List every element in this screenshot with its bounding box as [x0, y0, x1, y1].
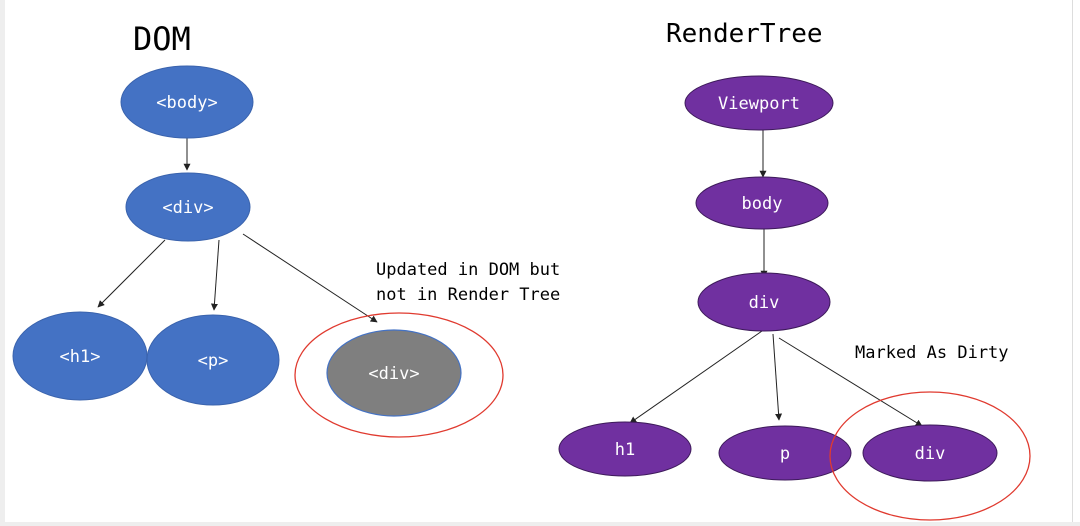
dom-highlight-ring [294, 312, 504, 438]
dom-node-updated-div-label: <div> [368, 364, 419, 384]
render-node-body-label: body [742, 194, 783, 214]
dom-node-body: <body> [120, 65, 254, 139]
dom-node-h1-label: <h1> [60, 347, 101, 367]
right-window-edge [1072, 0, 1073, 526]
render-node-h1: h1 [558, 421, 692, 477]
render-node-viewport: Viewport [684, 75, 834, 131]
dom-node-p: <p> [146, 314, 280, 406]
render-node-div-label: div [749, 293, 780, 313]
render-node-dirty-div-label: div [915, 444, 946, 464]
render-node-div: div [697, 272, 831, 332]
dom-edges [97, 138, 378, 323]
edge-div-h1 [97, 239, 166, 308]
render-node-p: p [718, 425, 852, 481]
render-node-dirty-div: div [862, 424, 998, 482]
edge-div-dirty-div [778, 337, 923, 427]
render-node-h1-label: h1 [615, 440, 635, 460]
dom-node-p-label: <p> [198, 351, 229, 371]
dom-node-body-label: <body> [156, 93, 217, 113]
render-tree-title: RenderTree [666, 19, 823, 49]
edge-div-p [772, 333, 783, 421]
render-node-viewport-label: Viewport [718, 94, 800, 114]
dom-node-h1: <h1> [12, 311, 148, 401]
render-edges [629, 129, 923, 427]
render-annotation: Marked As Dirty [855, 343, 1009, 363]
edge-div-updated-div [242, 233, 378, 323]
left-window-edge [0, 0, 5, 526]
dom-node-div-label: <div> [162, 198, 213, 218]
edge-div-h1 [629, 330, 763, 424]
dom-annotation-line2: not in Render Tree [376, 285, 560, 305]
render-highlight-ring [829, 391, 1031, 521]
edge-div-p [210, 239, 220, 311]
bottom-window-edge [0, 522, 1080, 526]
render-node-body: body [695, 176, 829, 230]
dom-node-div: <div> [125, 172, 251, 242]
dom-title: DOM [133, 20, 191, 58]
render-node-p-label: p [780, 444, 790, 464]
dom-annotation-line1: Updated in DOM but [376, 260, 560, 280]
dom-node-updated-div: <div> [326, 329, 462, 417]
